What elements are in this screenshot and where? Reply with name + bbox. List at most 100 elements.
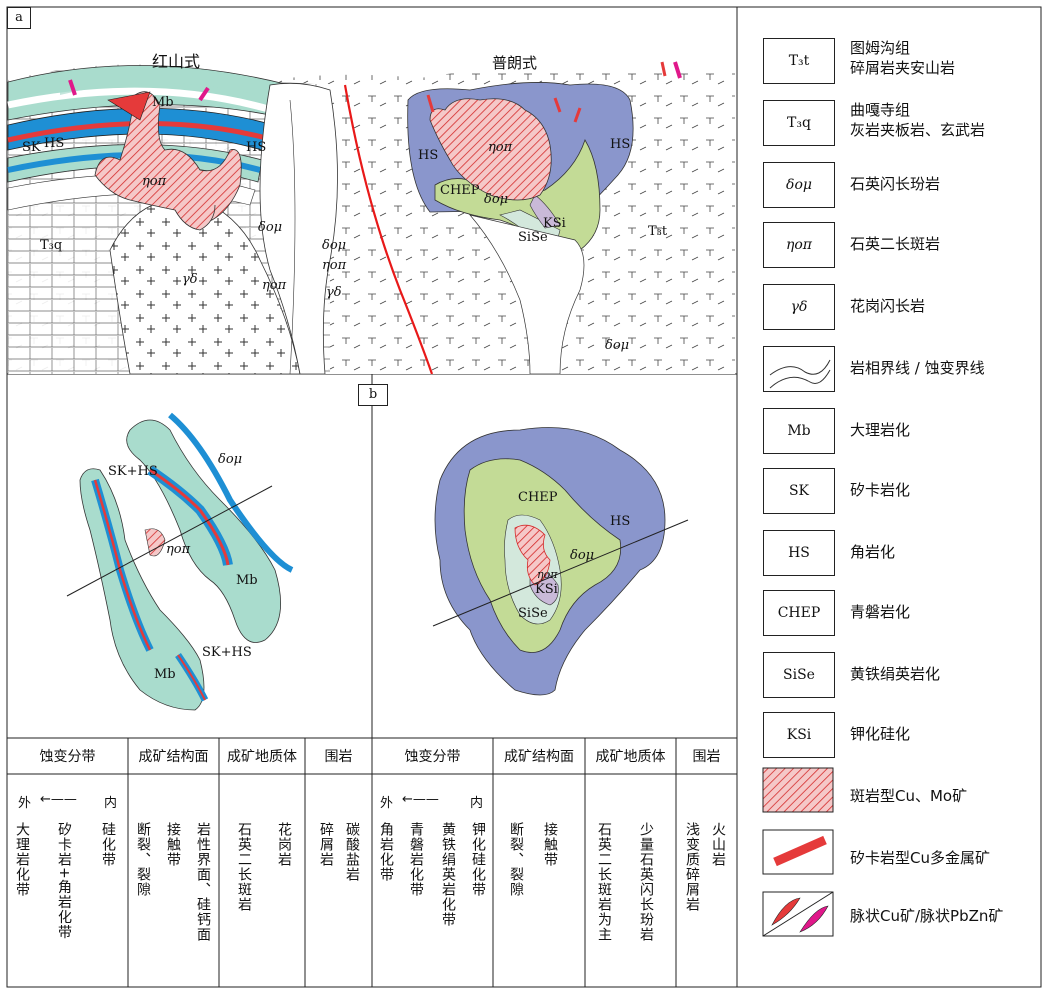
zone-cell: 角岩化带 bbox=[378, 822, 394, 882]
label-hs: HS bbox=[610, 137, 631, 152]
label-mb: Mb bbox=[152, 95, 174, 110]
wall-cell: 火山岩 bbox=[710, 822, 726, 867]
label-hs: HS bbox=[246, 140, 267, 155]
title-hongshan: 红山式 bbox=[152, 52, 201, 71]
legend-code-gamma-delta: γδ bbox=[763, 284, 835, 330]
fault-line bbox=[343, 84, 434, 375]
label-sk-hs: SK+HS bbox=[202, 645, 252, 660]
label-t3t: T₃t bbox=[648, 224, 668, 239]
label-chep: CHEP bbox=[518, 490, 558, 505]
legend-code-sise: SiSe bbox=[763, 652, 835, 698]
table-header: 成矿结构面 bbox=[504, 749, 574, 765]
label-t3q: T₃q bbox=[40, 238, 63, 253]
label-gamma-delta: γδ bbox=[182, 272, 198, 287]
legend-text: 曲嘎寺组灰岩夹板岩、玄武岩 bbox=[850, 101, 986, 139]
table-header: 成矿地质体 bbox=[227, 749, 297, 765]
legend-text: 石英闪长玢岩 bbox=[850, 175, 941, 193]
label-hs: HS bbox=[610, 514, 631, 529]
zone-cell: 青磐岩化带 bbox=[408, 822, 424, 897]
label-eta-pi: ηoπ bbox=[537, 568, 558, 581]
legend-code-t3t: T₃t bbox=[763, 38, 835, 84]
legend-code-t3q: T₃q bbox=[763, 100, 835, 146]
label-sise: SiSe bbox=[518, 606, 548, 621]
label-ksi: KSi bbox=[543, 216, 566, 231]
body-cell: 石英二长斑岩 bbox=[236, 822, 252, 912]
zone-cell: 硅化带 bbox=[100, 822, 116, 867]
label-hs: HS bbox=[44, 136, 65, 151]
zone-cell: 黄铁绢英岩化带 bbox=[440, 822, 456, 927]
legend-text: 大理岩化 bbox=[850, 421, 911, 439]
label-gamma-delta: γδ bbox=[326, 285, 342, 300]
panel-b-left-map bbox=[66, 412, 294, 711]
legend-code-delta-mu: δoμ bbox=[763, 162, 835, 208]
eta-pi-right bbox=[429, 98, 552, 201]
struct-cell: 接触带 bbox=[542, 822, 558, 867]
legend-text: 石英二长斑岩 bbox=[850, 235, 941, 253]
legend-text: 角岩化 bbox=[850, 543, 896, 561]
body-cell: 花岗岩 bbox=[276, 822, 292, 867]
label-ksi: KSi bbox=[535, 582, 558, 597]
table-header: 成矿结构面 bbox=[138, 749, 209, 765]
legend-text: 黄铁绢英岩化 bbox=[850, 665, 941, 683]
body-cell: 石英二长斑岩为主 bbox=[596, 822, 612, 942]
table-header: 蚀变分带 bbox=[39, 749, 96, 765]
label-eta-pi: ηoπ bbox=[488, 140, 513, 155]
label-chep: CHEP bbox=[440, 183, 480, 198]
wall-cell: 浅变质碎屑岩 bbox=[684, 822, 700, 912]
legend-text: 青磐岩化 bbox=[850, 603, 911, 621]
table-header: 成矿地质体 bbox=[595, 749, 666, 765]
legend-swatches bbox=[762, 359, 834, 937]
label-delta-mu: δoμ bbox=[484, 192, 509, 207]
panel-a-section bbox=[7, 61, 735, 375]
struct-cell: 断裂、裂隙 bbox=[135, 822, 151, 897]
wall-cell: 碎屑岩 bbox=[318, 822, 334, 867]
label-delta-mu: δoμ bbox=[322, 238, 347, 253]
body-cell: 少量石英闪长玢岩 bbox=[638, 822, 654, 942]
label-mb: Mb bbox=[236, 573, 258, 588]
outer-label: 外 bbox=[380, 796, 394, 811]
zone-cell: 矽卡岩+角岩化带 bbox=[56, 822, 72, 940]
label-hs: HS bbox=[418, 148, 439, 163]
label-sk: SK bbox=[22, 140, 41, 155]
struct-cell: 岩性界面、硅钙面 bbox=[195, 822, 211, 942]
legend-code-ksi: KSi bbox=[763, 712, 835, 758]
zone-cell: 大理岩化带 bbox=[14, 822, 30, 897]
label-eta-pi: ηoπ bbox=[142, 174, 167, 189]
wall-cell: 碳酸盐岩 bbox=[344, 822, 360, 882]
panel-b-right-map bbox=[432, 427, 689, 696]
panel-a-tag: a bbox=[7, 7, 31, 29]
legend-code-boundary bbox=[763, 346, 835, 392]
outer-label: 外 bbox=[18, 796, 32, 811]
legend-text: 岩相界线 / 蚀变界线 bbox=[850, 359, 985, 377]
legend-text: 斑岩型Cu、Mo矿 bbox=[850, 787, 968, 805]
arrow-icon: ←—— bbox=[40, 792, 77, 807]
arrow-icon: ←—— bbox=[402, 792, 439, 807]
label-sk-hs: SK+HS bbox=[108, 464, 158, 479]
delta-mu-vein bbox=[168, 412, 294, 573]
label-sise: SiSe bbox=[518, 230, 548, 245]
table-header: 围岩 bbox=[692, 749, 721, 765]
legend-code-eta-pi: ηoπ bbox=[763, 222, 835, 268]
label-delta-mu: δoμ bbox=[258, 220, 283, 235]
legend-text: 矽卡岩型Cu多金属矿 bbox=[850, 849, 990, 867]
legend-text: 脉状Cu矿/脉状PbZn矿 bbox=[850, 907, 1004, 925]
struct-cell: 接触带 bbox=[165, 822, 181, 867]
struct-cell: 断裂、裂隙 bbox=[508, 822, 524, 897]
legend-text: 图姆沟组碎屑岩夹安山岩 bbox=[850, 39, 956, 77]
inner-label: 内 bbox=[470, 796, 484, 811]
label-eta-pi: ηoπ bbox=[322, 258, 347, 273]
table-header: 蚀变分带 bbox=[404, 749, 461, 765]
label-eta-pi: ηoπ bbox=[166, 542, 191, 557]
title-pulang: 普朗式 bbox=[492, 54, 538, 72]
label-mb: Mb bbox=[154, 667, 176, 682]
zone-cell: 钾化硅化带 bbox=[470, 822, 486, 897]
label-delta-mu: δoμ bbox=[570, 548, 595, 563]
legend-text: 花岗闪长岩 bbox=[850, 297, 926, 315]
table-header: 围岩 bbox=[324, 749, 353, 765]
legend-code-hs: HS bbox=[763, 530, 835, 576]
label-delta-mu: δoμ bbox=[605, 338, 630, 353]
legend-text: 钾化硅化 bbox=[850, 725, 911, 743]
legend-code-sk: SK bbox=[763, 468, 835, 514]
legend-code-chep: CHEP bbox=[763, 590, 835, 636]
